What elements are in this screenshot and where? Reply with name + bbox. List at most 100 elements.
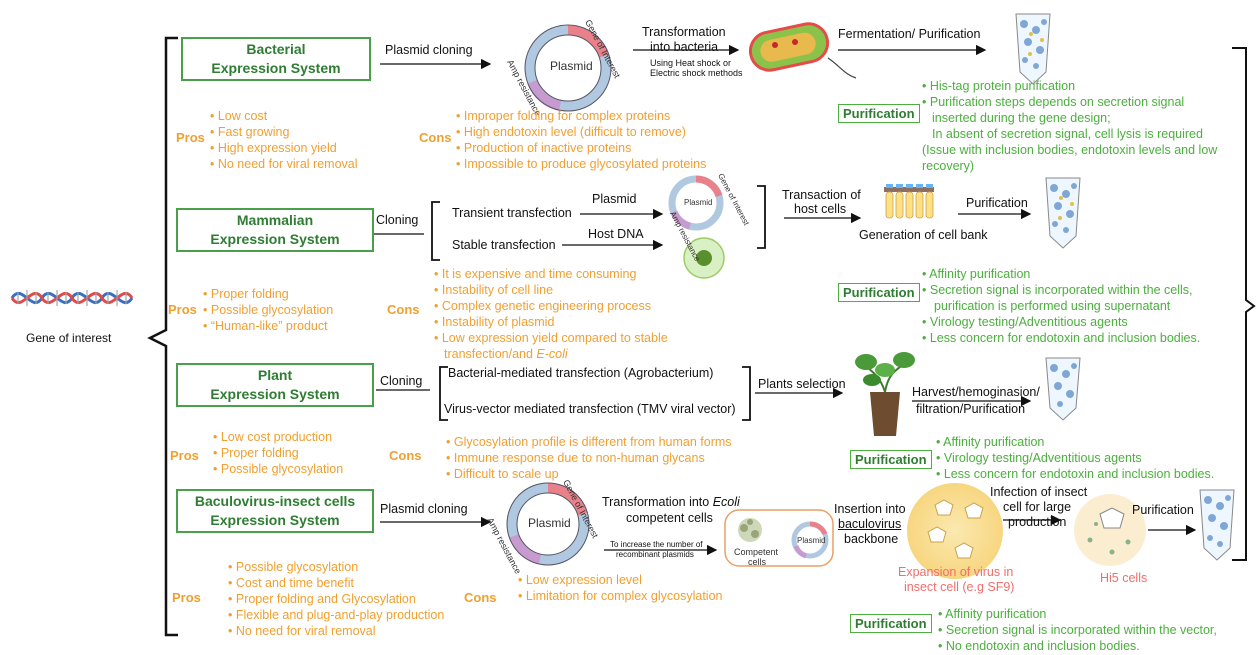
bacterial-purification-extra-2: (Issue with inclusion bodies, endotoxin … [922,142,1217,174]
plant-purification-list: Affinity purification Virology testing/A… [936,434,1214,482]
list-item: Low expression level [518,572,722,588]
bacterial-pros-label: Pros [176,130,205,145]
mammalian-purification-list-rest: Virology testing/Adventitious agents Les… [922,314,1200,346]
baculovirus-expansion-l1: Expansion of virus in [898,565,1014,579]
mammalian-step-transaction-l1: Transaction of [782,188,861,202]
baculovirus-plasmid-center: Plasmid [528,516,571,530]
list-item: High expression yield [210,140,358,156]
small-plasmid-ring [791,521,829,559]
main-bracket [147,36,178,637]
mammalian-target-host-dna: Host DNA [588,227,644,241]
list-item: Affinity purification [922,266,1193,282]
column-tube-4 [1199,489,1235,561]
bacterial-step-transformation-l1: Transformation [642,25,726,39]
right-bracket [1232,47,1256,561]
list-item: Impossible to produce glycosylated prote… [456,156,707,172]
list-item: Proper folding [213,445,343,461]
text-line: (Issue with inclusion bodies, endotoxin … [922,143,1218,157]
bacterial-purification-list: His-tag protein purification Purificatio… [922,78,1184,110]
plant-pot-illustration [855,352,915,436]
plant-branch-virus: Virus-vector mediated transfection (TMV … [444,402,736,416]
plant-step-selection: Plants selection [758,377,846,391]
list-item: His-tag protein purification [922,78,1184,94]
plant-cons-list: Glycosylation profile is different from … [446,434,732,482]
mammalian-title-line2: Expression System [210,231,340,247]
bacterial-purification-extra: inserted during the gene design; In abse… [932,110,1203,142]
list-item: Possible glycosylation [228,559,444,575]
mammalian-branch-transient: Transient transfection [452,206,572,220]
list-item: Fast growing [210,124,358,140]
baculovirus-transformation-note-l2: recombinant plasmids [616,550,694,559]
list-item: Purification steps depends on secretion … [922,94,1184,110]
competent-cells-label-l2: cells [748,557,767,567]
list-item: Limitation for complex glycosylation [518,588,723,604]
bacterial-pros-list: Low cost Fast growing High expression yi… [210,108,358,172]
plant-pros-label: Pros [170,448,199,463]
plant-step-harvest-l1: Harvest/hemoginasion/ [912,385,1040,399]
baculovirus-purification-badge: Purification [850,614,932,633]
baculovirus-step-plasmid-cloning: Plasmid cloning [380,502,468,516]
small-plasmid-label: Plasmid [797,536,826,545]
mammalian-purification-badge: Purification [838,283,920,302]
list-item: Proper folding [203,286,333,302]
list-item: It is expensive and time consuming [434,266,668,282]
bacterial-transformation-note-l2: Electric shock methods [650,68,743,78]
mammalian-step-cell-bank: Generation of cell bank [859,228,988,242]
baculovirus-step-insertion-l1: Insertion into [834,502,906,516]
bacterial-step-fermentation: Fermentation/ Purification [838,27,981,41]
plant-step-harvest-l2: filtration/Purification [916,402,1026,416]
mammalian-step-cloning: Cloning [376,213,419,227]
baculovirus-expression-system-box: Baculovirus-insect cells Expression Syst… [176,489,374,533]
mammalian-pros-label: Pros [168,302,197,317]
list-item: Immune response due to non-human glycans [446,450,732,466]
dna-helix-icon [10,290,134,306]
competent-cells-label-l1: Competent [734,547,779,557]
list-item: Glycosylation profile is different from … [446,434,732,450]
plant-branch-bacterial: Bacterial-mediated transfection (Agrobac… [448,366,714,380]
mammalian-branch-stable: Stable transfection [452,238,556,252]
plant-title-line1: Plant [257,367,293,383]
mammalian-purification-extra: purification is performed using supernat… [934,299,1171,313]
baculovirus-step-transformation-l1: Transformation into Ecoli [602,495,740,509]
list-item: Secretion signal is incorporated within … [922,282,1193,298]
transformation-prefix: Transformation into [602,495,713,509]
column-tube-3 [1045,357,1081,421]
baculovirus-step-infection-l2: cell for large [1003,500,1072,514]
cons-extra-prefix: transfection/and [444,347,537,361]
cell-bank-tubes [884,184,934,219]
plant-purification-badge: Purification [850,450,932,469]
list-item: Instability of plasmid [434,314,668,330]
baculovirus-step-insertion-l2: baculovirus [838,517,902,531]
list-item: Cost and time benefit [228,575,444,591]
bacterial-transformation-note-l1: Using Heat shock or [650,58,732,68]
list-item: Complex genetic engineering process [434,298,668,314]
list-item: Instability of cell line [434,282,668,298]
baculovirus-step-insertion-l3: backbone [844,532,899,546]
mammalian-target-plasmid: Plasmid [592,192,637,206]
baculovirus-expansion-l2: insect cell (e.g SF9) [904,580,1015,594]
bacterial-purification-badge: Purification [838,104,920,123]
baculovirus-step-transformation-l2: competent cells [626,511,713,525]
list-item: Possible glycosylation [203,302,333,318]
baculovirus-title-line1: Baculovirus-insect cells [194,493,356,509]
baculovirus-transformation-note-l1: To increase the number of [610,540,703,549]
mammalian-cons-list: It is expensive and time consuming Insta… [434,266,668,346]
insect-cell-blob [907,483,1003,579]
baculovirus-cons-label: Cons [464,590,497,605]
list-item: No need for viral removal [210,156,358,172]
competent-cell-cluster [738,518,762,542]
list-item: No need for viral removal [228,623,444,639]
baculovirus-step-purification: Purification [1132,503,1194,517]
column-tube-1 [1015,13,1051,85]
list-item: Virology testing/Adventitious agents [922,314,1200,330]
baculovirus-title-line2: Expression System [210,512,340,528]
bacterial-cons-list: Improper folding for complex proteins Hi… [456,108,707,172]
baculovirus-step-infection-l1: Infection of insect [990,485,1088,499]
bacterial-title-line1: Bacterial [246,41,306,57]
mammalian-expression-system-box: Mammalian Expression System [176,208,374,252]
mammalian-plasmid-center: Plasmid [684,198,713,207]
mammalian-title-line1: Mammalian [236,212,314,228]
list-item: Secretion signal is incorporated within … [938,622,1217,638]
hi5-cell-blob [1074,494,1146,566]
